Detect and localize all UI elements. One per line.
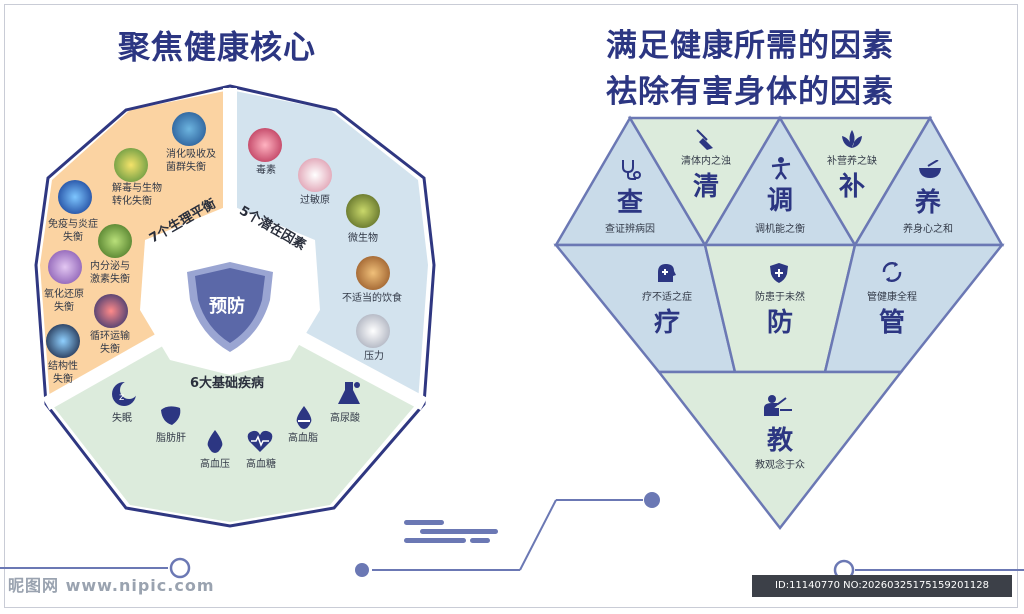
microbe-image <box>346 194 380 228</box>
disease-item-1: 失眠 <box>112 413 132 424</box>
disease-item-2: 脂肪肝 <box>156 433 186 444</box>
lotus-icon <box>842 130 862 148</box>
disease-item-3: 高血压 <box>200 459 230 470</box>
factor-item-1: 毒素 <box>256 165 276 176</box>
allergen-image <box>298 158 332 192</box>
right-title-line-1: 满足健康所需的因素 <box>606 28 894 64</box>
factor-item-3: 微生物 <box>348 233 378 244</box>
blood-drop-pressure-icon <box>207 430 223 453</box>
flask-uric-icon <box>338 382 360 404</box>
diet-image <box>356 256 390 290</box>
stress-image <box>356 314 390 348</box>
disease-item-5: 高血脂 <box>288 433 318 444</box>
circulation-image <box>94 294 128 328</box>
balance-item-1: 消化吸收及菌群失衡 <box>166 149 216 173</box>
diamond-sub-5: 养身心之和 <box>903 224 953 235</box>
factor-item-5: 压力 <box>364 351 384 362</box>
structure-image <box>46 324 80 358</box>
right-title-line-2: 祛除有害身体的因素 <box>606 74 894 110</box>
diamond-sub-4: 补营养之缺 <box>827 156 877 167</box>
balance-item-3: 免疫与炎症失衡 <box>48 219 98 243</box>
head-cross-icon <box>658 264 676 282</box>
balance-item-4: 内分泌与激素失衡 <box>90 261 130 285</box>
diamond-char-9: 教 <box>766 426 793 456</box>
digestion-image <box>172 112 206 146</box>
factor-item-2: 过敏原 <box>300 195 330 206</box>
diamond-char-6: 疗 <box>653 308 680 338</box>
moon-sleep-icon: z <box>112 381 138 406</box>
endocrine-image <box>98 224 132 258</box>
balance-item-5: 氧化还原失衡 <box>44 289 84 313</box>
section-diseases-title: 6大基础疾病 <box>190 376 265 391</box>
diamond-char-3: 调 <box>766 186 793 216</box>
teacher-icon <box>764 395 792 416</box>
cycle-icon <box>882 262 902 282</box>
diamond-sub-2: 清体内之浊 <box>681 156 731 167</box>
yoga-icon <box>771 157 791 180</box>
diamond-sub-9: 教观念于众 <box>755 460 805 471</box>
diamond-char-4: 补 <box>838 172 865 202</box>
diamond-sub-3: 调机能之衡 <box>755 224 805 235</box>
toxin-image <box>248 128 282 162</box>
center-prevention-label: 预防 <box>209 296 245 317</box>
image-id-bar: ID:11140770 NO:20260325175159201128 <box>752 575 1012 597</box>
disease-item-6: 高尿酸 <box>330 413 360 424</box>
left-title: 聚焦健康核心 <box>118 28 317 66</box>
diamond-char-1: 查 <box>616 188 643 218</box>
heart-pulse-icon <box>247 430 273 452</box>
liver-icon <box>161 406 181 425</box>
svg-text:z: z <box>119 392 124 403</box>
bowl-icon <box>919 160 941 178</box>
blood-drop-lipid-icon <box>296 406 312 429</box>
watermark: 昵图网 www.nipic.com <box>8 576 215 595</box>
diamond-char-2: 清 <box>692 172 719 202</box>
disease-item-4: 高血糖 <box>246 459 276 470</box>
diamond-bottom <box>656 370 904 531</box>
balance-item-2: 解毒与生物转化失衡 <box>112 183 162 207</box>
detox-image <box>114 148 148 182</box>
broom-icon <box>696 129 713 150</box>
balance-item-6: 循环运输失衡 <box>90 331 130 355</box>
hexagon-outline <box>34 84 436 528</box>
diamond-sub-8: 管健康全程 <box>867 292 917 303</box>
diamond-sub-1: 查证辨病因 <box>605 224 655 235</box>
shield-icon <box>770 263 788 283</box>
page-frame <box>4 4 1018 608</box>
balance-item-7: 结构性失衡 <box>48 361 78 385</box>
decorative-lines <box>0 492 1024 581</box>
diamond-char-5: 养 <box>914 188 941 218</box>
prevention-shield-inner <box>195 268 265 343</box>
stethoscope-icon <box>622 160 641 180</box>
diamond-char-7: 防 <box>766 308 793 338</box>
diamond-char-8: 管 <box>878 308 905 338</box>
factor-item-4: 不适当的饮食 <box>342 293 402 304</box>
diamond <box>553 115 1005 531</box>
immune-image <box>58 180 92 214</box>
diamond-sub-6: 疗不适之症 <box>642 292 692 303</box>
oxidation-image <box>48 250 82 284</box>
diamond-sub-7: 防患于未然 <box>755 292 805 303</box>
